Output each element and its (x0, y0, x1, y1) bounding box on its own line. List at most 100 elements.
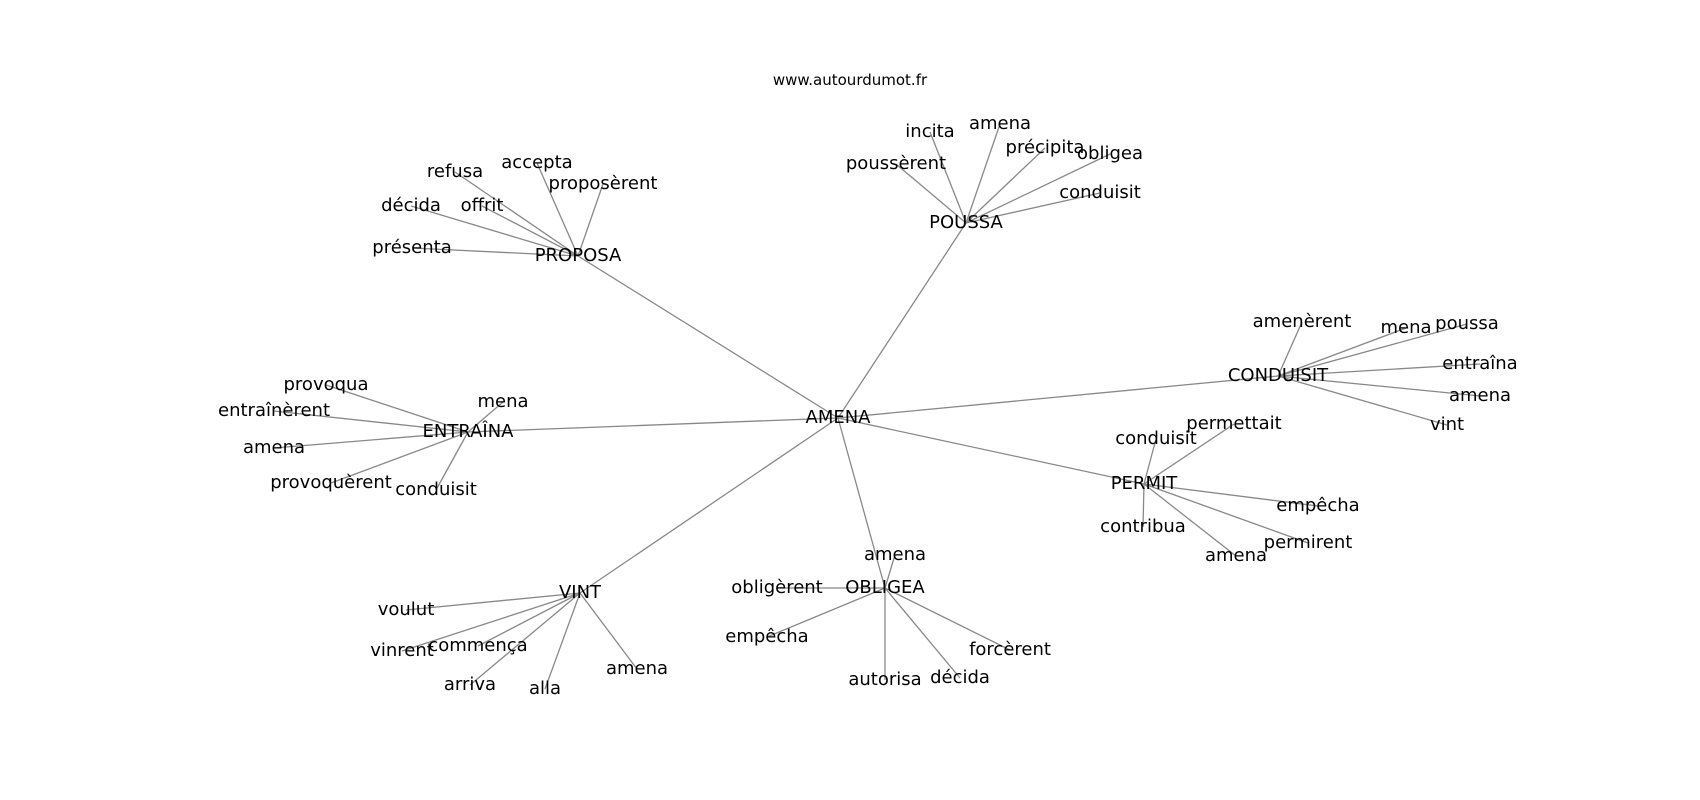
word-node-obligerent[interactable]: obligèrent (731, 577, 823, 598)
edge-poussa-incita (929, 131, 967, 224)
edge-obligea-amena (884, 554, 896, 589)
edge-conduisit-amena (1277, 375, 1481, 397)
edge-conduisit-mena (1277, 327, 1407, 377)
word-node-vinrent[interactable]: vinrent (370, 640, 434, 661)
edge-entraina-mena (467, 401, 504, 433)
word-node-amena[interactable]: amena (969, 113, 1031, 134)
graph-edges (273, 123, 1481, 690)
word-node-obligea[interactable]: obligea (1077, 143, 1143, 164)
edge-vint-amena (579, 592, 638, 670)
word-node-conduisit[interactable]: conduisit (1115, 428, 1197, 449)
edge-permit-empecha (1143, 483, 1319, 507)
edge-entraina-amena (273, 431, 469, 449)
edge-proposa-accepta (536, 162, 579, 257)
edge-center-conduisit (837, 375, 1279, 419)
word-node-accepta[interactable]: accepta (501, 152, 572, 173)
edge-proposa-offrit (481, 205, 579, 257)
edge-proposa-decida (410, 205, 579, 257)
word-node-poussa[interactable]: poussa (1435, 313, 1499, 334)
edge-center-permit (837, 417, 1145, 485)
site-url: www.autourdumot.fr (772, 71, 928, 89)
word-node-mena[interactable]: mena (1380, 317, 1431, 338)
edge-poussa-obligea (965, 153, 1111, 224)
edge-conduisit-entraina (1277, 363, 1481, 377)
edge-center-poussa (837, 222, 967, 419)
word-node-arriva[interactable]: arriva (444, 674, 496, 695)
edge-poussa-amena (965, 123, 1001, 224)
hub-node-proposa[interactable]: PROPOSA (535, 245, 622, 266)
edge-center-entraina (467, 417, 839, 433)
edge-permit-contribua (1142, 483, 1145, 528)
word-node-voulut[interactable]: voulut (378, 599, 435, 620)
hub-node-poussa[interactable]: POUSSA (929, 212, 1003, 233)
edge-permit-amena (1143, 483, 1237, 557)
word-node-refusa[interactable]: refusa (427, 161, 483, 182)
edge-poussa-conduisit (965, 192, 1101, 224)
edge-entraina-conduisit (435, 431, 469, 491)
word-node-conduisit[interactable]: conduisit (1059, 182, 1141, 203)
word-node-decida[interactable]: décida (930, 667, 990, 688)
word-node-conduisit[interactable]: conduisit (395, 479, 477, 500)
edge-conduisit-amenerent (1277, 321, 1303, 377)
word-node-commenca[interactable]: commença (428, 635, 527, 656)
word-node-entrainerent[interactable]: entraînèrent (218, 400, 330, 421)
edge-center-obligea (837, 417, 886, 589)
word-node-autorisa[interactable]: autorisa (848, 669, 921, 690)
edge-proposa-presenta (411, 247, 579, 257)
word-node-entraina[interactable]: entraîna (1442, 353, 1517, 374)
edge-obligea-decida (884, 587, 961, 679)
word-node-proposerent[interactable]: proposèrent (549, 173, 658, 194)
word-node-provoquerent[interactable]: provoquèrent (270, 472, 392, 493)
word-node-amena[interactable]: amena (1205, 545, 1267, 566)
word-node-contribua[interactable]: contribua (1100, 516, 1186, 537)
edge-vint-voulut (405, 592, 581, 611)
word-node-permettait[interactable]: permettait (1186, 413, 1281, 434)
center-node-label[interactable]: AMENA (806, 407, 872, 428)
edge-vint-vinrent (401, 592, 581, 652)
edge-vint-commenca (477, 592, 581, 647)
edge-entraina-provoquerent (330, 431, 469, 484)
edge-obligea-forcerent (884, 587, 1011, 651)
edge-obligea-empecha (766, 587, 886, 638)
edge-proposa-refusa (454, 171, 579, 257)
word-node-forcerent[interactable]: forcèrent (969, 639, 1051, 660)
hub-node-entraina[interactable]: ENTRAÎNA (422, 420, 514, 442)
hub-node-conduisit[interactable]: CONDUISIT (1228, 365, 1329, 386)
word-node-amena[interactable]: amena (606, 658, 668, 679)
word-node-presenta[interactable]: présenta (372, 237, 451, 258)
word-node-provoqua[interactable]: provoqua (284, 374, 369, 395)
word-node-amena[interactable]: amena (1449, 385, 1511, 406)
word-node-amenerent[interactable]: amenèrent (1253, 311, 1352, 332)
edge-poussa-precipita (965, 147, 1046, 224)
edge-vint-alla (544, 592, 581, 690)
word-node-empecha[interactable]: empêcha (725, 626, 808, 647)
hub-node-obligea[interactable]: OBLIGEA (845, 577, 925, 598)
word-node-amena[interactable]: amena (864, 544, 926, 565)
edge-permit-permettait (1143, 423, 1235, 485)
word-node-offrit[interactable]: offrit (461, 195, 504, 216)
word-node-amena[interactable]: amena (243, 437, 305, 458)
word-node-permirent[interactable]: permirent (1264, 532, 1353, 553)
word-node-pousserent[interactable]: poussèrent (846, 153, 946, 174)
word-node-incita[interactable]: incita (905, 121, 954, 142)
edge-entraina-provoqua (325, 384, 469, 433)
hub-node-permit[interactable]: PERMIT (1111, 473, 1179, 494)
edge-vint-arriva (469, 592, 581, 686)
word-node-decida[interactable]: décida (381, 195, 441, 216)
word-node-precipita[interactable]: précipita (1006, 137, 1085, 158)
hub-node-vint[interactable]: VINT (559, 582, 602, 603)
edge-poussa-pousserent (895, 163, 967, 224)
edge-conduisit-poussa (1277, 323, 1468, 377)
edge-proposa-proposerent (577, 183, 604, 257)
word-node-vint[interactable]: vint (1430, 414, 1464, 435)
word-node-empecha[interactable]: empêcha (1276, 495, 1359, 516)
edge-permit-conduisit (1143, 438, 1157, 485)
word-node-alla[interactable]: alla (529, 678, 561, 699)
edge-center-proposa (577, 255, 839, 419)
word-node-mena[interactable]: mena (477, 391, 528, 412)
edge-center-vint (579, 417, 839, 594)
edge-permit-permirent (1143, 483, 1309, 544)
edge-entraina-entrainerent (273, 410, 469, 433)
